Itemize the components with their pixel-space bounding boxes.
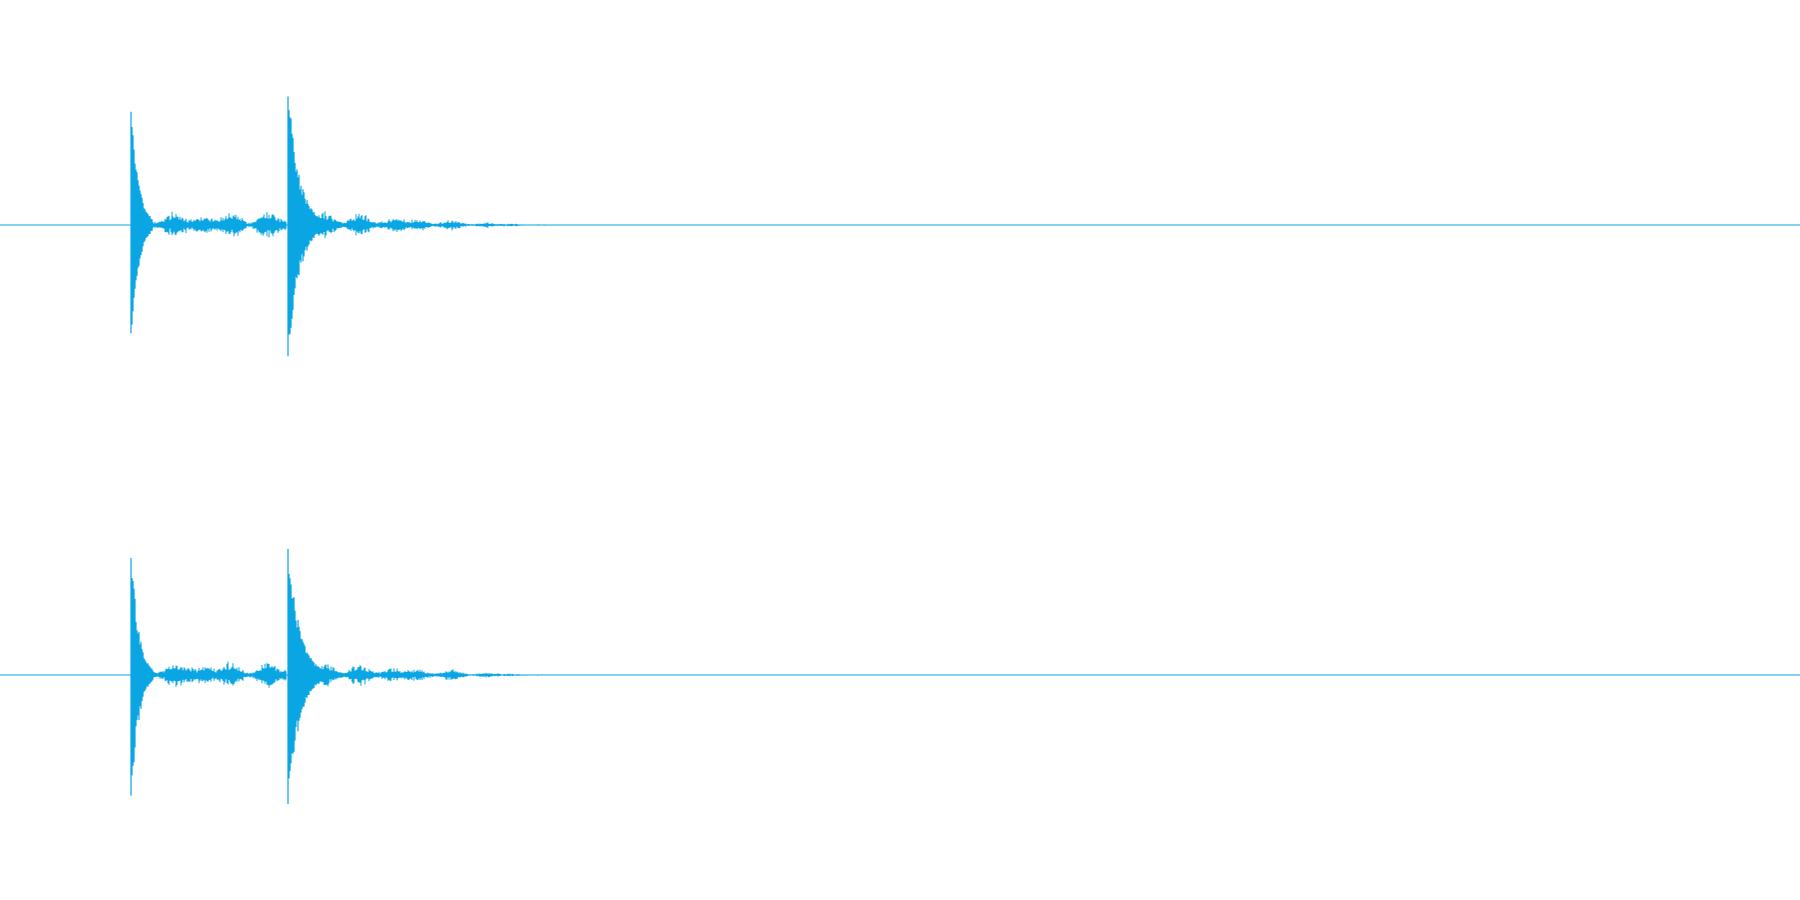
waveform-noise-segment-1 (130, 660, 287, 688)
waveform-channel-2[interactable] (0, 549, 1800, 805)
waveform-transient-2 (287, 549, 322, 805)
waveform-transient-2 (287, 96, 322, 357)
waveform-noise-segment-1 (130, 211, 287, 238)
waveform-transient-1 (130, 558, 153, 796)
waveform-transient-1 (130, 111, 153, 334)
waveform-noise-segment-2 (289, 211, 560, 238)
waveform-channel-1[interactable] (0, 96, 1800, 357)
